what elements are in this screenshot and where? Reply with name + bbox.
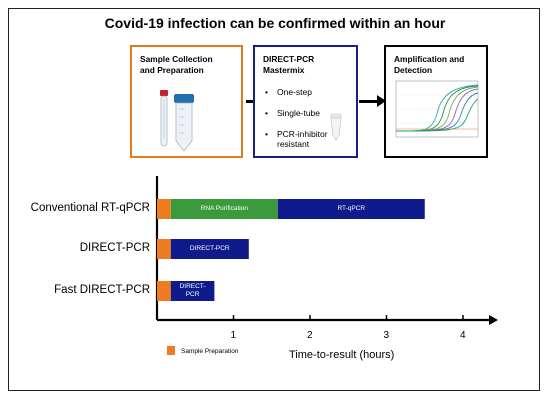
figure-frame	[8, 8, 540, 391]
falcon-tube	[175, 102, 193, 152]
detection-title-line1: Amplification and	[394, 54, 465, 64]
mastermix-bullet-list: • One-step • Single-tube • PCR-inhibitor…	[265, 87, 328, 149]
bar-label-1-1: DIRECT-PCR	[189, 245, 230, 252]
sample-box-title-line1: Sample Collection	[140, 54, 213, 64]
bar-label-0-2: RT-qPCR	[337, 205, 366, 212]
swab-cap	[160, 90, 168, 96]
x-tick-label-3: 3	[383, 330, 390, 341]
bar-segment-0-0	[157, 199, 171, 219]
x-tick-label-1: 1	[230, 330, 237, 341]
mastermix-box: DIRECT-PCR Mastermix • One-step • Single…	[253, 45, 358, 158]
x-tick-label-4: 4	[460, 330, 466, 341]
row-label-direct-pcr: DIRECT-PCR	[79, 242, 150, 254]
bar-segment-2-1	[170, 281, 215, 301]
bar-label-2-1: DIRECT-PCR	[179, 283, 206, 298]
falcon-cap	[174, 94, 194, 103]
pcr-tube	[330, 117, 342, 141]
bar-segment-0-1	[170, 199, 278, 219]
x-tick-label-2: 2	[307, 330, 313, 341]
bar-segment-0-2	[277, 199, 425, 219]
bullet-pcr-inhibitor: • PCR-inhibitor resistant	[265, 129, 328, 149]
bar-segment-1-0	[157, 239, 171, 259]
detection-box-title: Amplification and Detection	[394, 54, 464, 76]
bullet-single-tube: • Single-tube	[265, 108, 321, 118]
mastermix-title-line1: DIRECT-PCR	[263, 54, 315, 64]
x-axis-label: Time-to-result (hours)	[289, 349, 395, 361]
x-axis-arrowhead	[489, 315, 498, 325]
bar-segment-2-0	[157, 281, 171, 301]
legend-label: Sample Preparation	[181, 348, 239, 355]
bullet-one-step: • One-step	[265, 87, 312, 97]
bar-segment-1-1	[170, 239, 249, 259]
row-label-fast-direct-pcr: Fast DIRECT-PCR	[54, 284, 150, 296]
sample-box-title-line2: and Preparation	[140, 65, 204, 75]
pcr-tube-illustration	[330, 113, 342, 141]
sample-box-title: Sample Collection and Preparation	[140, 54, 213, 76]
sample-collection-box: Sample Collection and Preparation	[130, 45, 243, 158]
mastermix-box-title: DIRECT-PCR Mastermix	[263, 54, 314, 76]
amplification-curves-plot	[395, 80, 479, 138]
row-label-conventional: Conventional RT-qPCR	[30, 202, 150, 214]
bar-label-0-1: RNA Purification	[200, 205, 248, 212]
mastermix-title-line2: Mastermix	[263, 65, 305, 75]
legend-swatch	[167, 346, 175, 355]
detection-title-line2: Detection	[394, 65, 433, 75]
detection-box: Amplification and Detection	[384, 45, 488, 158]
sample-tubes-illustration	[160, 90, 194, 152]
arrow-to-detection	[359, 95, 386, 107]
figure-title: Covid-19 infection can be confirmed with…	[104, 15, 446, 31]
